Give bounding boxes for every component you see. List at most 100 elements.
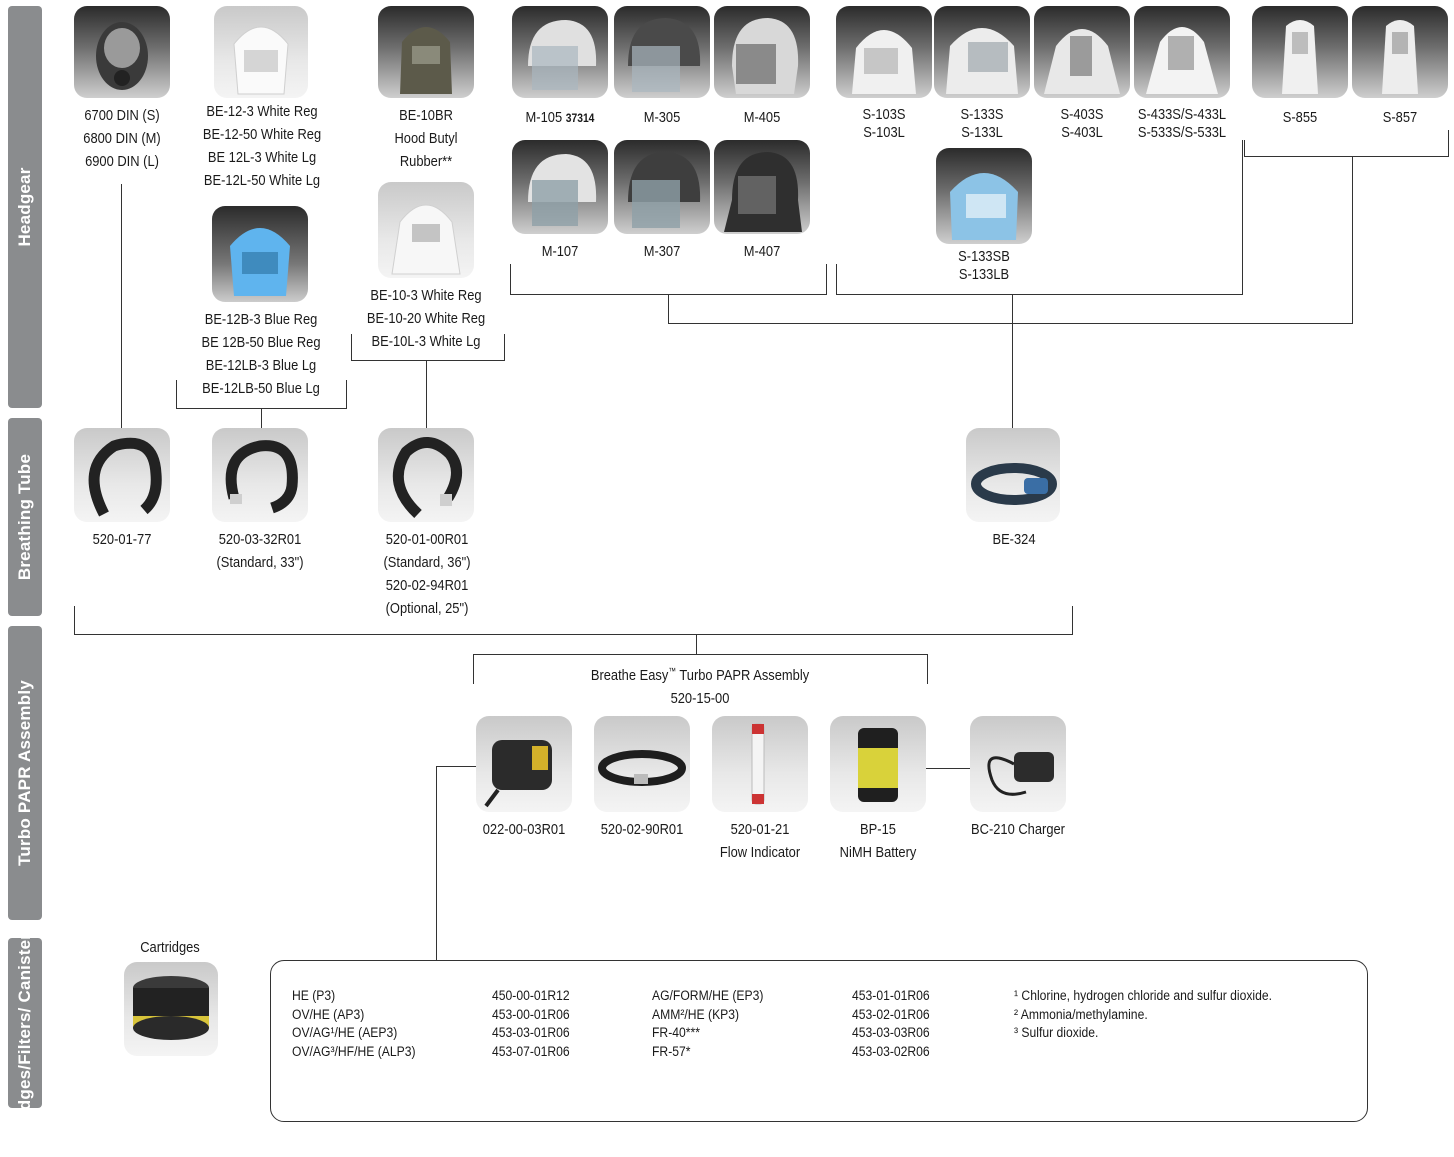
facepiece-label: 6700 DIN (S)6800 DIN (M)6900 DIN (L) bbox=[83, 107, 161, 170]
bracket-line bbox=[473, 654, 928, 655]
tube-label: 520-01-00R01(Standard, 36")520-02-94R01(… bbox=[383, 531, 471, 617]
m405-label: M-405 bbox=[743, 109, 781, 126]
helmet-icon bbox=[512, 140, 608, 234]
bracket-line bbox=[1244, 140, 1245, 156]
section-label: Headgear bbox=[15, 167, 34, 247]
hood-icon bbox=[1134, 6, 1230, 98]
tube-icon bbox=[212, 428, 308, 522]
section-tab-cartridges: Cartridges/Filters/ Canisters bbox=[8, 923, 42, 1157]
hood-icon bbox=[212, 206, 308, 302]
bracket-line bbox=[473, 654, 474, 684]
cartridge-type-col: HE (P3)OV/HE (AP3)OV/AG¹/HE (AEP3)OV/AG³… bbox=[292, 988, 416, 1059]
blower-icon bbox=[476, 716, 572, 812]
bracket-line bbox=[927, 654, 928, 684]
helmet-icon bbox=[512, 6, 608, 98]
hood-icon bbox=[214, 6, 308, 98]
belt-icon bbox=[594, 716, 690, 812]
bracket-line bbox=[1072, 606, 1073, 634]
section-label: Breathing Tube bbox=[15, 453, 34, 581]
connector-line bbox=[436, 766, 476, 767]
hood-icon bbox=[836, 6, 932, 98]
bracket-line bbox=[1448, 130, 1449, 156]
connector-line bbox=[426, 360, 427, 428]
cartridge-icon bbox=[124, 962, 218, 1056]
bracket-line bbox=[351, 334, 352, 360]
section-label: Cartridges/Filters/ Canisters bbox=[15, 923, 34, 1157]
connector-line bbox=[261, 408, 262, 428]
hood-icon bbox=[1034, 6, 1130, 98]
cartridges-label: Cartridges bbox=[140, 939, 200, 956]
facepiece-icon bbox=[74, 6, 170, 98]
bracket-line bbox=[826, 264, 827, 294]
connector-line bbox=[668, 294, 669, 324]
tube-icon bbox=[966, 428, 1060, 522]
assembly-title: Breathe Easy™ Turbo PAPR Assembly 520-15… bbox=[590, 666, 810, 708]
connector-line bbox=[926, 768, 970, 769]
connector-line bbox=[436, 766, 437, 960]
bracket-line bbox=[74, 634, 1073, 635]
bracket-line bbox=[176, 380, 177, 408]
section-tab-headgear: Headgear bbox=[8, 6, 42, 408]
bracket-line bbox=[836, 294, 1243, 295]
helmet-icon bbox=[714, 6, 810, 98]
hood-icon bbox=[1352, 6, 1448, 98]
assembly-item-label: BC-210 Charger bbox=[971, 821, 1065, 838]
section-tab-turbo-papr: Turbo PAPR Assembly bbox=[8, 626, 42, 920]
connector-line bbox=[121, 184, 122, 428]
hood-icon bbox=[1252, 6, 1348, 98]
tube-icon bbox=[378, 428, 474, 522]
helmet-icon bbox=[714, 140, 810, 234]
battery-icon bbox=[830, 716, 926, 812]
hood-icon bbox=[934, 6, 1030, 98]
connector-line bbox=[668, 323, 1353, 324]
connector-line bbox=[696, 634, 697, 654]
bracket-line bbox=[351, 360, 505, 361]
m307-label: M-307 bbox=[643, 243, 681, 260]
assembly-item-label: 520-02-90R01 bbox=[600, 821, 684, 838]
tube-icon bbox=[74, 428, 170, 522]
hood-icon bbox=[378, 182, 474, 278]
s855-label: S-855 bbox=[1282, 109, 1318, 126]
m407-label: M-407 bbox=[743, 243, 781, 260]
tube-label: 520-01-77 bbox=[92, 531, 152, 548]
bracket-line bbox=[346, 380, 347, 408]
s857-label: S-857 bbox=[1382, 109, 1418, 126]
charger-icon bbox=[970, 716, 1066, 812]
connector-line bbox=[1012, 294, 1013, 428]
footnotes: ¹ Chlorine, hydrogen chloride and sulfur… bbox=[1014, 988, 1273, 1040]
m105-label: M-105 37314 bbox=[525, 109, 595, 126]
section-tab-breathing-tube: Breathing Tube bbox=[8, 418, 42, 616]
cartridge-table bbox=[270, 960, 1368, 1122]
helmet-icon bbox=[614, 140, 710, 234]
bracket-line bbox=[1244, 156, 1449, 157]
bracket-line bbox=[74, 606, 75, 634]
bracket-line bbox=[510, 264, 511, 294]
assembly-item-label: 022-00-03R01 bbox=[482, 821, 566, 838]
helmet-icon bbox=[614, 6, 710, 98]
cartridge-type-col: AG/FORM/HE (EP3)AMM²/HE (KP3)FR-40***FR-… bbox=[652, 988, 764, 1059]
flow-indicator-icon bbox=[712, 716, 808, 812]
tube-label: BE-324 bbox=[992, 531, 1036, 548]
hood-icon bbox=[936, 148, 1032, 244]
bracket-line bbox=[836, 264, 837, 294]
m107-label: M-107 bbox=[541, 243, 579, 260]
bracket-line bbox=[1242, 140, 1243, 294]
m305-label: M-305 bbox=[643, 109, 681, 126]
connector-line bbox=[1352, 156, 1353, 324]
tube-label: 520-03-32R01(Standard, 33") bbox=[216, 531, 304, 571]
bracket-line bbox=[504, 334, 505, 360]
section-label: Turbo PAPR Assembly bbox=[15, 680, 34, 866]
